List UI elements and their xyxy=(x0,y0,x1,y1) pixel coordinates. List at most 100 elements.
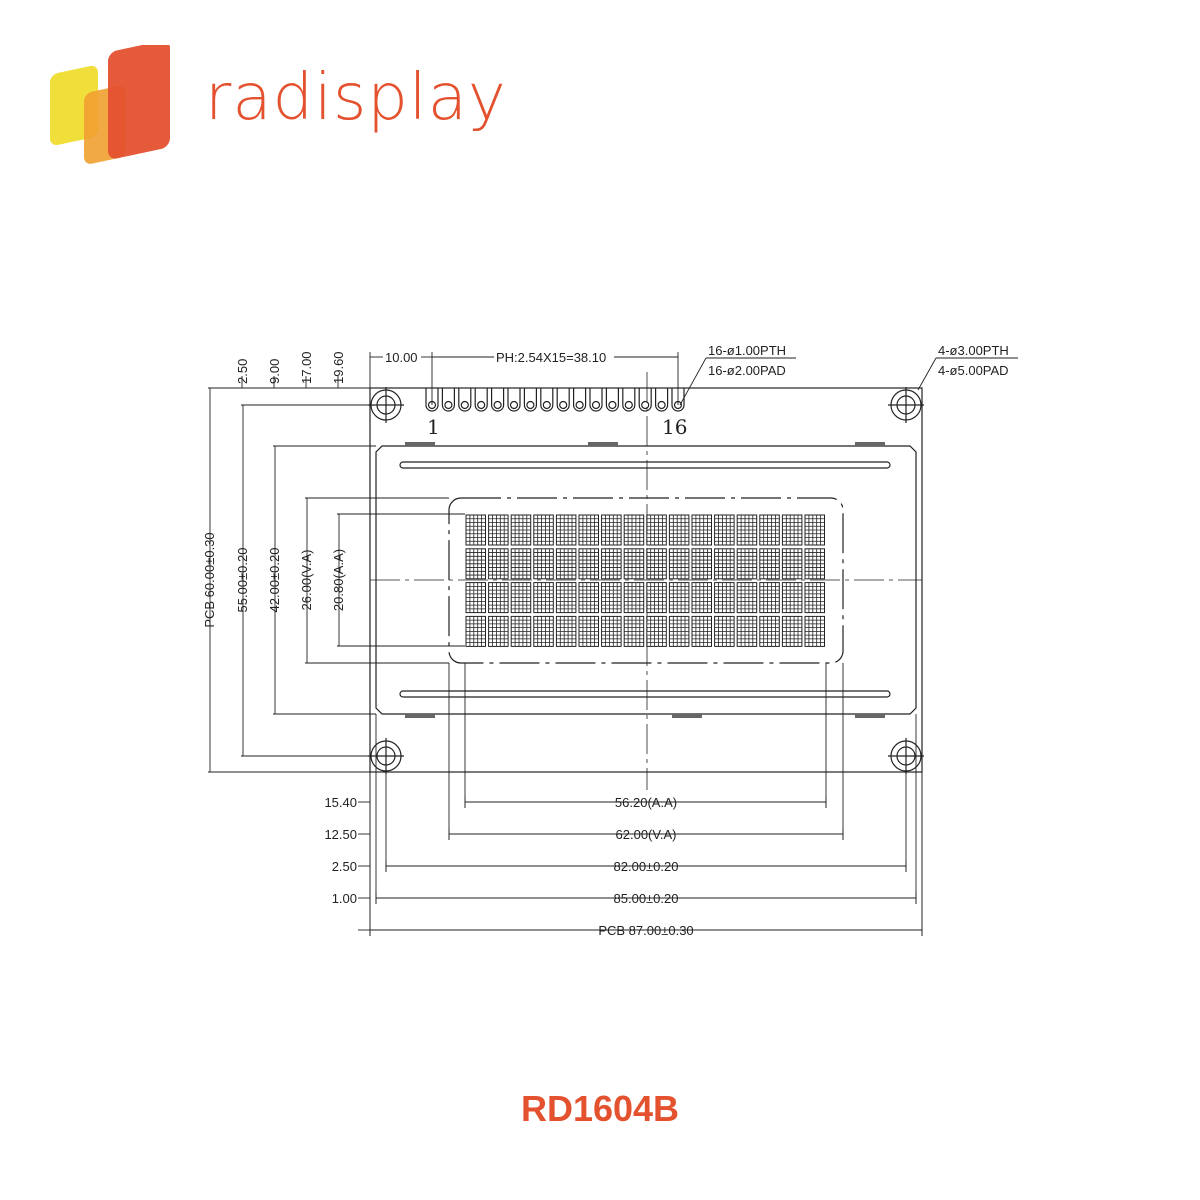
pixel-grid xyxy=(805,548,825,579)
character-cell xyxy=(804,582,825,614)
pin-hole xyxy=(493,400,502,410)
pixel-grid xyxy=(782,582,802,613)
pixel-grid xyxy=(533,582,554,613)
pin-pad xyxy=(507,388,521,412)
pixel-grid xyxy=(624,582,644,613)
character-cell xyxy=(623,548,645,580)
top-slot xyxy=(399,461,891,469)
character-cell xyxy=(714,514,735,546)
pixel-grid xyxy=(782,548,802,579)
bottom-offset-label: 12.50 xyxy=(324,827,357,842)
character-cell xyxy=(714,582,735,614)
pin-pad-icon xyxy=(605,388,619,412)
bezel-tab xyxy=(855,714,885,718)
character-cell xyxy=(623,514,645,546)
leader-line xyxy=(679,357,707,406)
character-cell xyxy=(691,548,712,580)
pin-pad xyxy=(458,388,472,412)
pin-pad xyxy=(441,388,455,412)
character-cell xyxy=(555,514,577,546)
character-cell xyxy=(646,615,667,647)
character-cell xyxy=(578,548,599,580)
character-cell xyxy=(533,582,554,614)
pixel-grid xyxy=(759,582,780,613)
pin-pad-icon xyxy=(458,388,472,412)
character-cell xyxy=(668,615,690,647)
pin-pad xyxy=(573,388,587,412)
pin-pad-icon xyxy=(491,388,505,412)
pixel-grid xyxy=(692,515,712,545)
pin-pad xyxy=(523,388,537,412)
pixel-grid xyxy=(669,616,689,647)
character-cell xyxy=(804,615,825,647)
character-cell xyxy=(488,582,509,614)
pixel-grid xyxy=(466,548,486,579)
dim-hole-height: 55.00±0.20 xyxy=(235,548,250,613)
top-offset-label: 2.50 xyxy=(235,359,250,384)
pin-pad-icon xyxy=(507,388,521,412)
pin-hole xyxy=(641,400,650,410)
pixel-grid xyxy=(579,515,599,545)
dim-aa-width: 56.20(A.A) xyxy=(615,795,677,810)
dim-va-height: 26.00(V.A) xyxy=(299,550,314,611)
character-cell xyxy=(668,548,690,580)
pixel-grid xyxy=(511,515,531,545)
view-area xyxy=(448,497,844,664)
pixel-grid xyxy=(714,515,735,545)
pin-pad xyxy=(556,388,570,412)
pin-pad xyxy=(491,388,505,412)
pin-pad-icon xyxy=(655,388,669,412)
bottom-offset-label: 15.40 xyxy=(324,795,357,810)
pixel-grid xyxy=(533,548,554,579)
character-cell xyxy=(465,582,486,614)
pin-hole xyxy=(575,400,584,410)
pin-pad-icon xyxy=(540,388,554,412)
pixel-grid xyxy=(646,548,667,579)
character-cell xyxy=(736,514,758,546)
dim-pcb-width: PCB 87.00±0.30 xyxy=(598,923,693,938)
pixel-grid xyxy=(782,515,802,545)
hole-note-line1: 4-ø3.00PTH xyxy=(938,343,1009,358)
pin-pad-icon xyxy=(622,388,636,412)
pixel-grid xyxy=(759,616,780,647)
bottom-offset-label: 1.00 xyxy=(332,891,357,906)
dim-hole-width: 82.00±0.20 xyxy=(614,859,679,874)
pixel-grid xyxy=(601,548,622,579)
radisplay-logo-icon xyxy=(50,45,170,164)
pixel-grid xyxy=(624,548,644,579)
pixel-grid xyxy=(579,616,599,647)
character-cell xyxy=(668,514,690,546)
hole-note-line2: 4-ø5.00PAD xyxy=(938,363,1009,378)
character-grid xyxy=(465,514,825,647)
character-cell xyxy=(465,514,486,546)
pixel-grid xyxy=(488,548,509,579)
character-cell xyxy=(533,615,554,647)
pin-hole xyxy=(509,400,519,410)
pin-hole xyxy=(542,400,551,410)
pixel-grid xyxy=(669,548,689,579)
pin-pad xyxy=(655,388,669,412)
pin-pad xyxy=(540,388,554,412)
pixel-grid xyxy=(488,515,509,545)
pin-hole xyxy=(444,400,453,410)
character-cell xyxy=(759,582,780,614)
pixel-grid xyxy=(692,548,712,579)
dim-pcb-height: PCB 60.00±0.30 xyxy=(202,532,217,627)
character-cell xyxy=(646,514,667,546)
pixel-grid xyxy=(714,548,735,579)
pixel-grid xyxy=(601,515,622,545)
pin-pad-icon xyxy=(589,388,603,412)
character-cell xyxy=(781,548,803,580)
pixel-grid xyxy=(533,515,554,545)
leader-line xyxy=(917,357,937,391)
pin-offset-label: 10.00 xyxy=(385,350,418,365)
character-cell xyxy=(510,548,532,580)
pixel-grid xyxy=(579,548,599,579)
character-cell xyxy=(691,514,712,546)
character-cell xyxy=(465,548,486,580)
pixel-grid xyxy=(556,582,576,613)
pixel-grid xyxy=(646,616,667,647)
pin-pad-icon xyxy=(474,388,488,412)
pixel-grid xyxy=(511,548,531,579)
